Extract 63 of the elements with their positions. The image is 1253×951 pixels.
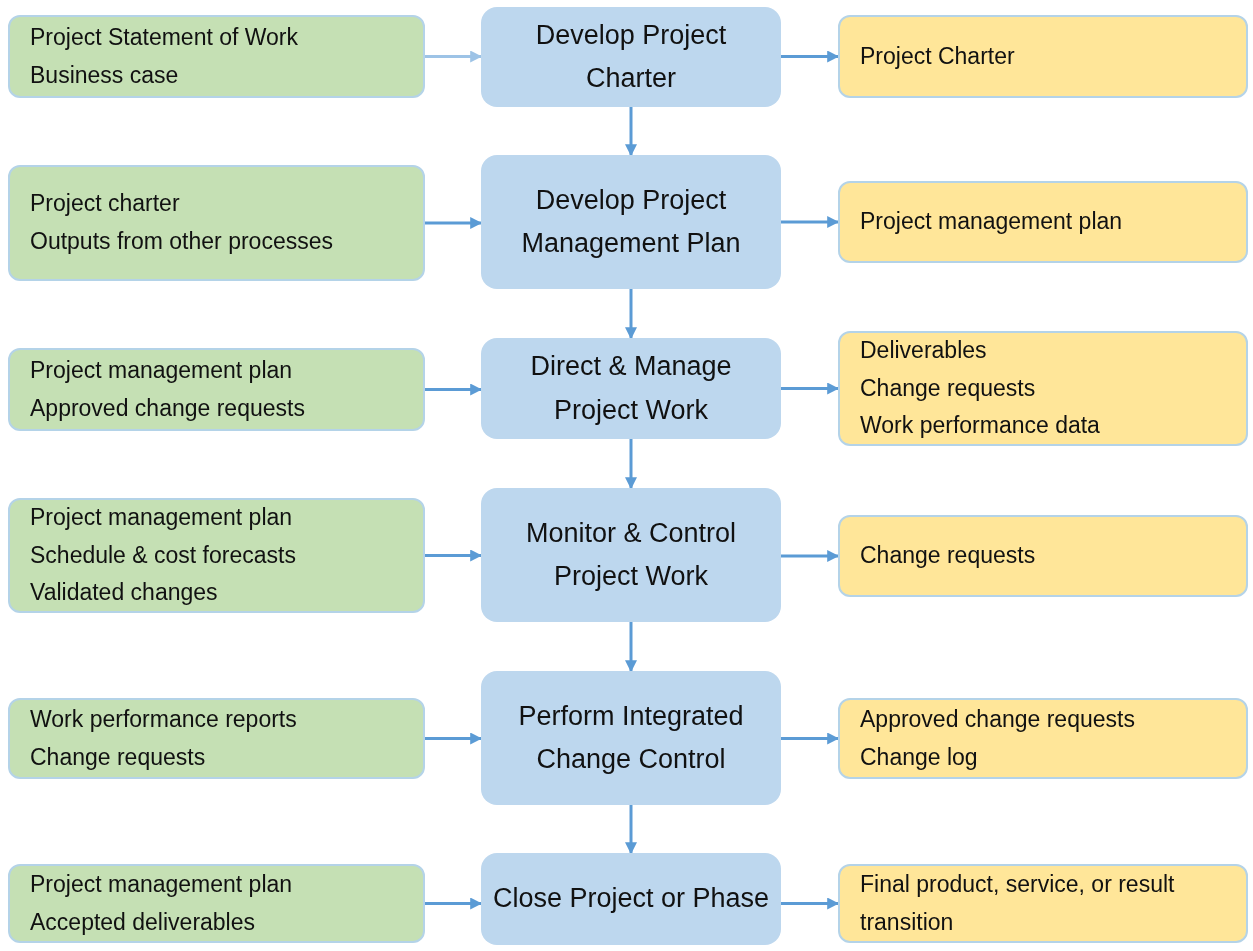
process-box (481, 671, 781, 805)
input-box (8, 348, 425, 431)
item-text: Outputs from other processes (30, 227, 334, 256)
output-box (838, 864, 1248, 943)
item-text: Change requests (30, 742, 207, 772)
process-box (481, 853, 781, 945)
process-box (481, 338, 781, 439)
arrow (781, 50, 840, 63)
arrow (425, 50, 483, 63)
item-text: Project Statement of Work (30, 22, 299, 52)
arrow (625, 289, 637, 340)
item-text: Business case (30, 60, 180, 90)
output-box (838, 331, 1248, 446)
process-box (481, 7, 781, 107)
item-text: Change requests (860, 373, 1037, 403)
item-text: Validated changes (30, 578, 219, 608)
item-text: Accepted deliverables (30, 907, 257, 937)
arrow (781, 216, 840, 228)
arrow (625, 439, 637, 490)
item-text: Approved change requests (30, 393, 306, 423)
output-box (838, 181, 1248, 263)
output-box (838, 698, 1248, 779)
arrow (625, 107, 637, 157)
arrow (425, 549, 483, 562)
item-text: Project management plan (860, 207, 1124, 237)
arrow (625, 805, 637, 855)
arrow (781, 897, 840, 910)
process-box (481, 488, 781, 622)
process-box (481, 155, 781, 289)
item-text: Project Charter (860, 41, 1016, 71)
item-text: Project management plan (30, 502, 294, 532)
arrow (781, 550, 840, 562)
process-label: Perform Integrated Change Control (517, 699, 745, 776)
arrow (425, 897, 483, 910)
output-box (838, 15, 1248, 98)
process-label: Direct & Manage Project Work (529, 350, 733, 427)
item-text: Project management plan (30, 355, 294, 385)
arrow (425, 217, 483, 229)
arrow (781, 732, 840, 745)
input-box (8, 698, 425, 779)
input-box (8, 15, 425, 98)
process-label: Close Project or Phase (492, 882, 770, 916)
input-box (8, 165, 425, 281)
item-text: Change requests (860, 541, 1037, 571)
arrow (625, 622, 637, 673)
arrow (425, 383, 483, 396)
item-text: Project charter (30, 189, 181, 219)
item-text: Project management plan (30, 869, 294, 899)
input-box (8, 864, 425, 943)
item-text: Work performance data (860, 411, 1101, 441)
output-box (838, 515, 1248, 597)
process-label: Monitor & Control Project Work (524, 516, 738, 593)
item-text: Final product, service, or result transition (860, 869, 1176, 937)
arrow (425, 732, 483, 745)
process-label: Develop Project Charter (534, 18, 728, 95)
item-text: Change log (860, 742, 979, 772)
input-box (8, 498, 425, 613)
item-text: Schedule & cost forecasts (30, 540, 297, 570)
item-text: Work performance reports (30, 704, 298, 734)
item-text: Deliverables (860, 335, 988, 365)
item-text: Approved change requests (860, 704, 1136, 734)
process-label: Develop Project Management Plan (520, 183, 742, 260)
arrow (781, 382, 840, 395)
